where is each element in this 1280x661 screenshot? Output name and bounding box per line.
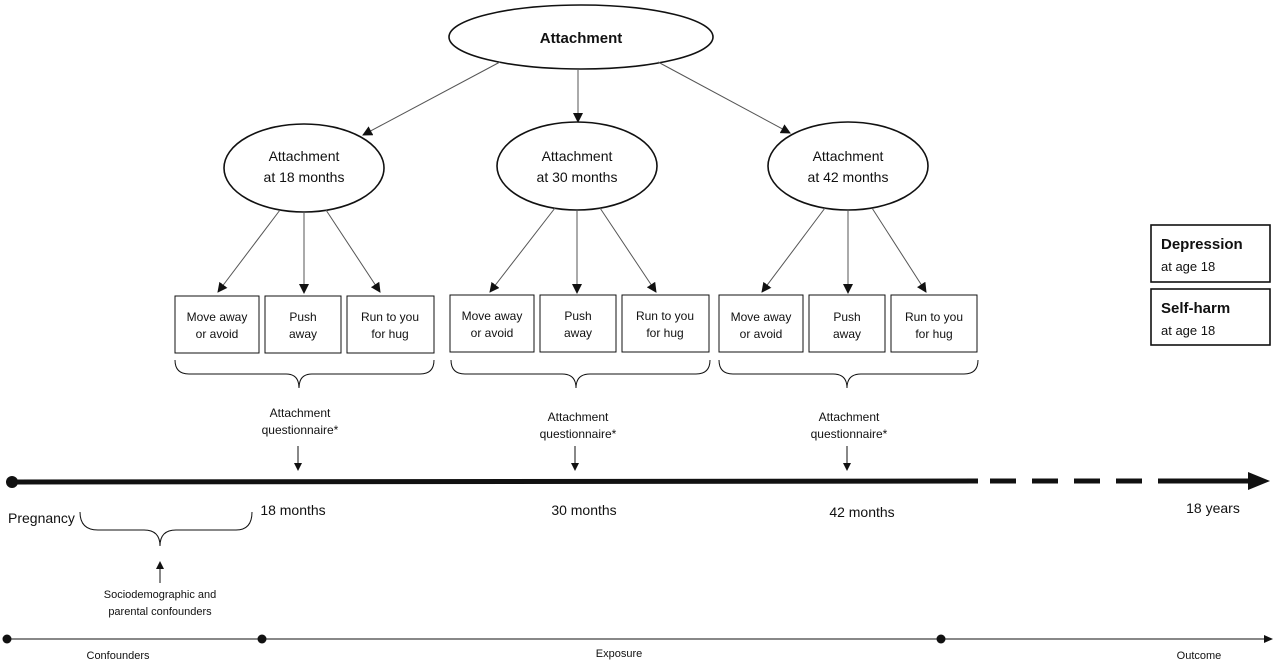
questionnaire-line1: Attachment	[270, 406, 331, 420]
questionnaire-line1: Attachment	[819, 410, 880, 424]
item-label-line1: Move away	[187, 310, 248, 324]
questionnaire-18: Attachment questionnaire*	[262, 406, 339, 471]
phase-dot-start	[2, 634, 12, 644]
arrow-30-to-hug	[599, 207, 657, 293]
questionnaire-line2: questionnaire*	[540, 427, 617, 441]
phase-timeline	[2, 634, 1273, 644]
item-label-line1: Move away	[462, 309, 523, 323]
phase-dot-outcome	[936, 634, 946, 644]
item-group-30-months: Move away or avoid Push away Run to you …	[449, 294, 710, 353]
timeline-label-30-months: 30 months	[551, 502, 616, 518]
item-label-line2: for hug	[646, 326, 683, 340]
item-label-line1: Run to you	[636, 309, 694, 323]
item-label-line2: away	[564, 326, 592, 340]
confounders-brace	[79, 511, 253, 547]
sub-node-30-line2: at 30 months	[537, 169, 618, 185]
questionnaire-line2: questionnaire*	[262, 423, 339, 437]
timeline-label-pregnancy: Pregnancy	[8, 510, 75, 526]
timeline-label-42-months: 42 months	[829, 504, 894, 520]
item-label-line2: for hug	[915, 327, 952, 341]
timeline-label-18-years: 18 years	[1186, 500, 1240, 516]
outcome-title: Self-harm	[1161, 300, 1230, 317]
outcome-subtitle: at age 18	[1161, 323, 1215, 338]
arrow-top-to-18m	[362, 61, 501, 136]
sub-node-18-months: Attachment at 18 months	[223, 123, 385, 213]
arrow-18-to-hug	[325, 209, 381, 293]
top-to-sub-arrows	[362, 61, 791, 136]
item-braces	[174, 359, 979, 389]
item-box: Move away or avoid	[449, 294, 535, 353]
item-box: Run to you for hug	[621, 294, 710, 353]
item-box: Move away or avoid	[718, 294, 804, 353]
item-box: Run to you for hug	[346, 295, 435, 354]
questionnaire-line1: Attachment	[548, 410, 609, 424]
brace-42-months	[718, 359, 979, 389]
attachment-top-node: Attachment	[448, 4, 714, 70]
outcome-self-harm: Self-harm at age 18	[1150, 288, 1271, 346]
item-box: Push away	[808, 294, 886, 353]
phase-arrowhead	[1264, 635, 1273, 643]
sub-node-18-line1: Attachment	[269, 148, 340, 164]
item-label-line1: Run to you	[905, 310, 963, 324]
item-label-line2: or avoid	[740, 327, 783, 341]
phase-label-exposure: Exposure	[596, 648, 642, 660]
item-label-line1: Push	[564, 309, 591, 323]
timeline-solid-line	[11, 478, 979, 485]
attachment-top-label: Attachment	[540, 30, 623, 47]
item-label-line1: Run to you	[361, 310, 419, 324]
confounders-line1: Sociodemographic and	[104, 589, 217, 601]
brace-30-months	[450, 359, 711, 389]
questionnaire-42: Attachment questionnaire*	[811, 410, 888, 471]
sub-node-42-line1: Attachment	[813, 148, 884, 164]
outcome-title: Depression	[1161, 236, 1243, 253]
item-label-line2: or avoid	[196, 327, 239, 341]
item-label-line2: away	[833, 327, 861, 341]
item-label-line1: Push	[289, 310, 316, 324]
arrow-42-to-avoid	[761, 207, 826, 293]
sub-node-30-line1: Attachment	[542, 148, 613, 164]
sub-node-30-months: Attachment at 30 months	[496, 121, 658, 211]
sub-to-item-arrows	[217, 207, 927, 294]
item-group-42-months: Move away or avoid Push away Run to you …	[718, 294, 978, 353]
item-label-line1: Push	[833, 310, 860, 324]
item-label-line2: for hug	[371, 327, 408, 341]
outcome-subtitle: at age 18	[1161, 259, 1215, 274]
sub-node-42-line2: at 42 months	[808, 169, 889, 185]
sub-node-18-line2: at 18 months	[264, 169, 345, 185]
arrow-18-to-avoid	[217, 209, 281, 293]
main-timeline	[6, 472, 1270, 490]
questionnaire-30: Attachment questionnaire*	[540, 410, 617, 471]
item-box: Push away	[264, 295, 342, 354]
phase-label-outcome: Outcome	[1177, 650, 1222, 661]
outcome-depression: Depression at age 18	[1150, 224, 1271, 283]
item-label-line2: away	[289, 327, 317, 341]
item-label-line1: Move away	[731, 310, 792, 324]
item-group-18-months: Move away or avoid Push away Run to you …	[174, 295, 435, 354]
item-label-line2: or avoid	[471, 326, 514, 340]
phase-label-confounders: Confounders	[87, 650, 150, 661]
arrow-42-to-hug	[871, 207, 927, 293]
sub-node-42-months: Attachment at 42 months	[767, 121, 929, 211]
item-box: Run to you for hug	[890, 294, 978, 353]
phase-dot-exposure	[257, 634, 267, 644]
item-box: Push away	[539, 294, 617, 353]
questionnaire-line2: questionnaire*	[811, 427, 888, 441]
timeline-label-18-months: 18 months	[260, 502, 325, 518]
item-box: Move away or avoid	[174, 295, 260, 354]
arrow-30-to-avoid	[489, 207, 556, 293]
timeline-arrowhead	[1248, 472, 1270, 490]
arrow-top-to-42m	[657, 61, 791, 134]
brace-18-months	[174, 359, 435, 389]
confounders-line2: parental confounders	[108, 606, 212, 618]
